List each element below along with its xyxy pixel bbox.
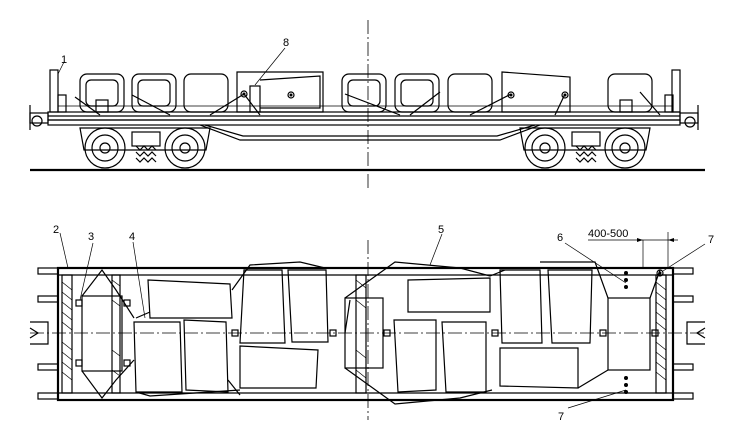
end-post-left — [49, 69, 59, 113]
tie-wires — [81, 261, 661, 405]
end-post-right — [671, 69, 681, 113]
callout-labels: 1 2 3 4 5 6 7 7 8 400-500 — [53, 37, 714, 423]
callout-1: 1 — [61, 54, 67, 66]
wire-anchors — [624, 269, 664, 394]
side-tie-wires — [74, 91, 661, 116]
stake-pockets — [57, 94, 674, 113]
side-view — [29, 20, 705, 190]
mid-bar-left — [111, 274, 121, 394]
mid-bar-center — [355, 274, 367, 394]
deck-outline — [56, 266, 675, 402]
top-cargo — [75, 269, 659, 393]
callout-5: 5 — [438, 224, 444, 236]
end-bar-right — [655, 274, 667, 394]
coupler-left — [29, 105, 49, 130]
dimension-label: 400-500 — [588, 228, 628, 240]
callout-2: 2 — [53, 224, 59, 236]
callout-7-top: 7 — [708, 234, 714, 246]
callout-6: 6 — [557, 232, 563, 244]
leader-1 — [57, 61, 65, 75]
bogie-left — [79, 127, 211, 169]
callout-7-bottom: 7 — [558, 411, 564, 423]
stake-tabs — [29, 267, 706, 400]
bogie-right — [519, 127, 651, 169]
callout-8: 8 — [283, 37, 289, 49]
coupler-right — [679, 105, 699, 130]
leader-8 — [254, 47, 286, 86]
callout-4: 4 — [129, 231, 135, 243]
leaders-top — [59, 232, 706, 409]
end-bar-left — [61, 274, 73, 394]
dimension-400-500 — [588, 232, 678, 268]
top-view — [29, 232, 706, 420]
callout-3: 3 — [88, 231, 94, 243]
